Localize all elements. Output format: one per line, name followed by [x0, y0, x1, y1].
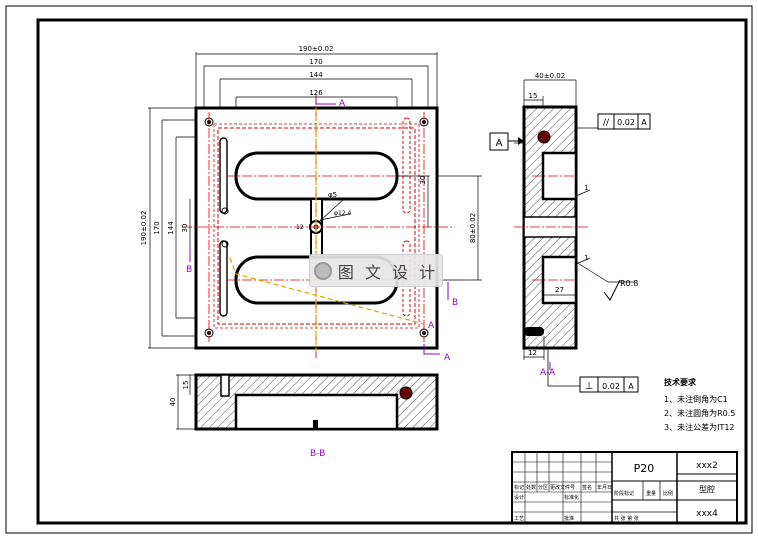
section-a-right: A — [428, 321, 435, 331]
dim-overall-height: 190±0.02 — [140, 211, 148, 246]
side-dim-12: 12 — [528, 349, 537, 357]
watermark-logo-icon — [313, 261, 332, 280]
part-code: xxx4 — [696, 509, 718, 519]
roughness-value: R0.8 — [620, 279, 638, 288]
dim-phi5: φ5 — [328, 191, 337, 199]
dim-phi12: φ12.4 — [334, 210, 352, 217]
side-dim-1a: 1 — [584, 184, 588, 192]
outer-border — [5, 5, 753, 534]
note-3: 3、未注公差为IT12 — [664, 422, 735, 432]
section-a-bottom: A — [444, 353, 451, 363]
svg-text:批准: 批准 — [564, 515, 574, 522]
front-view: 190±0.02 170 144 126 190±0.02 170 144 30… — [140, 45, 482, 363]
section-b-left: B — [186, 265, 192, 275]
side-view-aa: 40±0.02 15 1 1 27 12 R0.8 A // 0.02 A A-… — [489, 72, 651, 378]
title-block — [511, 451, 738, 524]
watermark: 图 文 设 计 — [309, 254, 443, 287]
svg-text:标记: 标记 — [514, 484, 524, 491]
svg-text:A: A — [641, 118, 647, 127]
svg-text:0.02: 0.02 — [602, 382, 620, 391]
side-dim-1b: 1 — [584, 254, 588, 262]
dim-w12: 12 — [296, 224, 304, 231]
side-dim-15: 15 — [529, 92, 538, 100]
dim-170: 170 — [309, 58, 322, 66]
svg-text:⊥: ⊥ — [585, 381, 594, 392]
title-block-text: 标记 处数 分区 更改文件号 签名 年月日 设计 标准化 工艺 批准 阶段标记 … — [514, 461, 718, 522]
dim-h170: 170 — [153, 221, 161, 234]
dim-126: 126 — [309, 89, 323, 97]
section-b-right: B — [452, 298, 458, 308]
svg-text:更改文件号: 更改文件号 — [550, 484, 575, 491]
svg-text:年月日: 年月日 — [597, 484, 612, 491]
bb-dim-15: 15 — [182, 381, 190, 390]
dim-144: 144 — [309, 71, 323, 79]
side-dim-40: 40±0.02 — [535, 72, 565, 80]
drawing-number: xxx2 — [696, 461, 718, 471]
svg-text:签名: 签名 — [582, 484, 592, 491]
svg-text:比例: 比例 — [663, 490, 673, 497]
technical-notes: 技术要求 1、未注倒角为C1 2、未注圆角为R0.5 3、未注公差为IT12 — [664, 377, 735, 432]
svg-text:分区: 分区 — [538, 484, 548, 491]
svg-text:处数: 处数 — [526, 484, 536, 491]
note-2: 2、未注圆角为R0.5 — [664, 408, 735, 418]
part-name: P20 — [634, 462, 655, 475]
dim-h30: 30 — [181, 224, 189, 233]
svg-text:重量: 重量 — [646, 490, 656, 497]
svg-text:0.02: 0.02 — [617, 118, 635, 127]
drawing-frame — [36, 18, 748, 525]
svg-text:A: A — [628, 382, 634, 391]
dim-r30: 30 — [419, 176, 427, 185]
section-bb: 40 15 B-B — [169, 373, 439, 459]
section-a-top: A — [339, 99, 346, 109]
section-bb-label: B-B — [310, 449, 325, 459]
notes-title: 技术要求 — [664, 377, 697, 387]
svg-text:设计: 设计 — [514, 494, 524, 501]
dim-h144: 144 — [167, 221, 175, 235]
dim-r80: 80±0.02 — [469, 213, 477, 243]
svg-text://: // — [603, 118, 610, 128]
side-dim-27: 27 — [555, 286, 564, 294]
part-type: 型腔 — [699, 484, 715, 494]
datum-a: A — [496, 138, 503, 149]
parallel-tolerance-frame: // 0.02 A — [597, 113, 651, 130]
svg-text:阶段标记: 阶段标记 — [614, 490, 634, 497]
svg-text:工艺: 工艺 — [514, 516, 524, 522]
svg-text:共 张 第 张: 共 张 第 张 — [614, 515, 639, 522]
svg-text:标准化: 标准化 — [564, 494, 579, 501]
bb-dim-40: 40 — [169, 398, 177, 407]
dim-overall-width: 190±0.02 — [299, 45, 334, 53]
note-1: 1、未注倒角为C1 — [664, 394, 728, 404]
perp-tolerance-frame: ⊥ 0.02 A — [547, 348, 639, 393]
watermark-text: 图 文 设 计 — [337, 262, 439, 282]
